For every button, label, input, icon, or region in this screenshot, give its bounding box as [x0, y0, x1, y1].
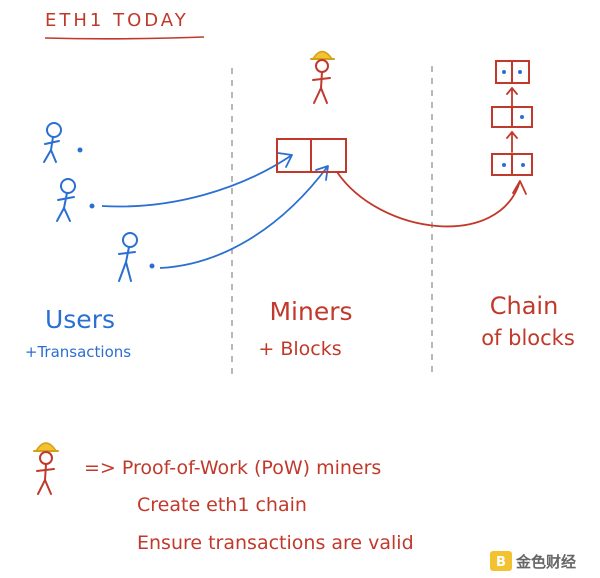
chain-block-middle [491, 106, 533, 128]
user-icon [43, 122, 83, 163]
user-icon [118, 232, 155, 282]
miner-block-icon [276, 138, 347, 173]
block-arrow [336, 171, 521, 228]
miner-helmet-icon [310, 50, 335, 104]
transactions-label: +Transactions [25, 343, 131, 361]
diagram-title: ETH1 TODAY [45, 10, 189, 31]
user-icon [56, 178, 95, 222]
transaction-arrow [159, 165, 329, 269]
watermark-text: 金色财经 [515, 553, 576, 571]
arrowhead [512, 180, 527, 195]
miners-label: Miners [269, 297, 352, 326]
users-label: Users [45, 305, 115, 334]
pow-miners-note: => Proof-of-Work (PoW) miners [84, 457, 381, 479]
coin-logo-icon [490, 551, 512, 571]
transaction-arrow [101, 154, 293, 208]
watermark: B 金色财经 [490, 551, 576, 571]
validate-transactions-note: Ensure transactions are valid [137, 532, 414, 554]
chain-link-arrow [506, 86, 518, 107]
chain-block-bottom [491, 153, 533, 176]
miner-helmet-icon [33, 442, 59, 495]
blocks-label: + Blocks [258, 338, 341, 360]
chain-block-top [495, 60, 530, 84]
title-underline [44, 36, 205, 40]
arrowhead [277, 152, 293, 168]
create-chain-note: Create eth1 chain [137, 494, 307, 516]
of-blocks-label: of blocks [481, 326, 575, 350]
chain-label: Chain [490, 292, 559, 320]
chain-link-arrow [506, 130, 518, 153]
svg-text:B: B [496, 555, 506, 570]
